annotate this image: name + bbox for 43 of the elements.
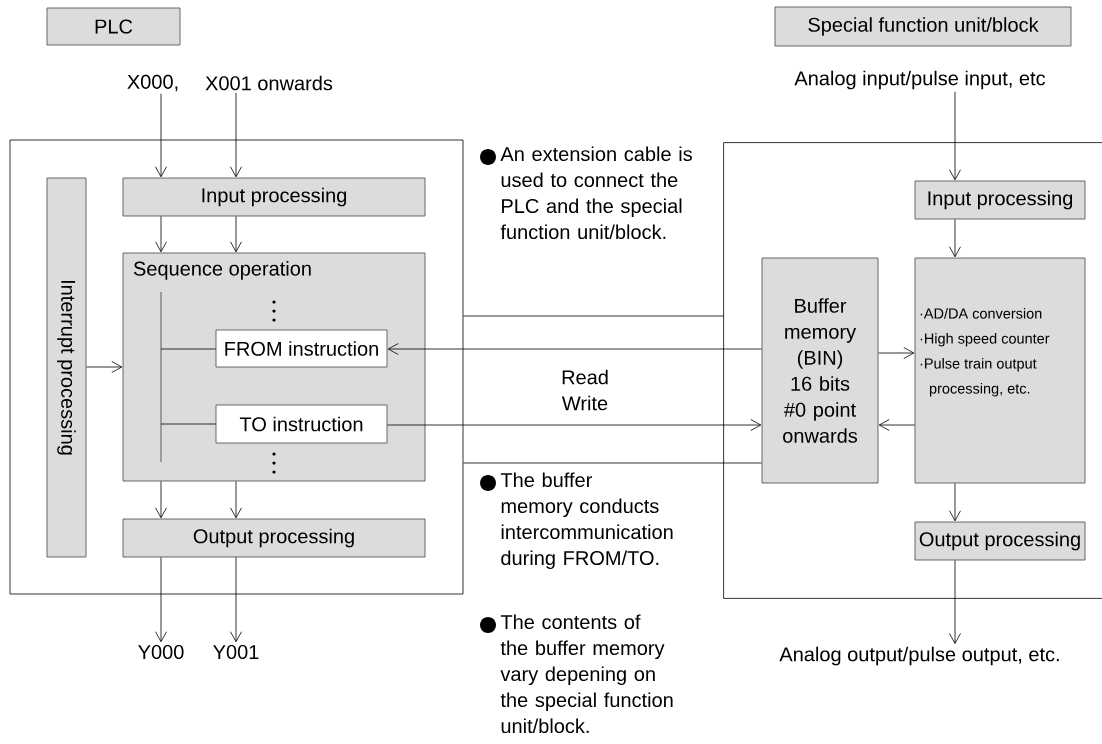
note: An extension cable is used to connect the PLC and the special function unit/block. <box>480 146 692 240</box>
arrow <box>230 92 242 178</box>
arrow <box>155 93 167 178</box>
cable-line <box>463 315 724 317</box>
signal-label: X000, <box>127 74 178 92</box>
arrow <box>949 219 961 258</box>
arrow <box>878 347 915 359</box>
instruction-box: TO instruction <box>215 404 388 444</box>
arrow <box>387 343 762 355</box>
function-box: ·AD/DA conversion ·High speed counter ·Pulse train output processing, etc. <box>914 257 1086 484</box>
unit-frame <box>9 139 464 595</box>
cable-line <box>463 462 762 464</box>
arrow <box>155 216 167 253</box>
note: The buffer memory conducts intercommunication during FROM/TO. <box>480 472 673 570</box>
process-box: Input processing <box>914 180 1086 220</box>
arrow <box>387 419 762 431</box>
arrow <box>230 481 242 519</box>
arrow <box>86 361 123 373</box>
signal-label: X001 onwards <box>205 75 333 91</box>
arrow <box>230 557 242 643</box>
arrow <box>949 483 961 522</box>
arrow <box>949 560 961 644</box>
signal-label: Y001 <box>213 644 259 660</box>
note: The contents of the buffer memory vary depening on the special function unit/block. <box>480 614 673 734</box>
arrow <box>155 481 167 519</box>
unit-frame <box>723 142 1102 599</box>
edge-label: Read <box>560 368 610 386</box>
arrow <box>949 91 961 181</box>
arrow <box>230 216 242 253</box>
edge-label: Write <box>560 394 610 412</box>
title-box: Special function unit/block <box>774 6 1072 47</box>
process-box: Input processing <box>122 177 426 217</box>
process-bar: Interrupt processing <box>46 177 87 558</box>
process-box: Output processing <box>914 521 1086 561</box>
memory-box: Buffer memory (BIN) 16 bits #0 point onwards <box>761 257 879 484</box>
signal-label: Analog input/pulse input, etc <box>794 70 1046 90</box>
signal-label: Analog output/pulse output, etc. <box>779 646 1059 666</box>
title-box: PLC <box>46 7 181 46</box>
signal-label: Y000 <box>138 644 184 660</box>
arrow <box>878 419 915 431</box>
instruction-box: FROM instruction <box>215 329 388 368</box>
process-box: Output processing <box>122 518 426 558</box>
arrow <box>155 557 167 643</box>
